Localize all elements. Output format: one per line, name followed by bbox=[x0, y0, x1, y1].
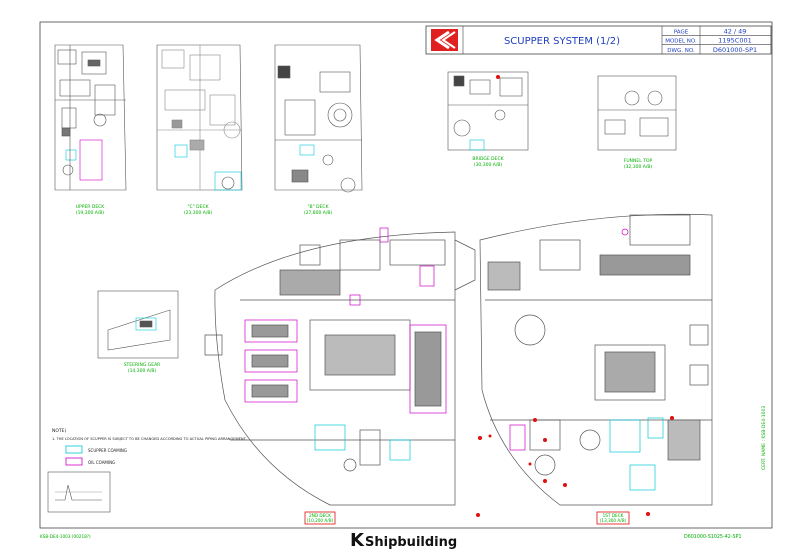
b-deck-name: "B" DECK bbox=[307, 204, 329, 210]
notes-text: 1. THE LOCATION OF SCUPPER IS SUBJECT TO… bbox=[52, 437, 247, 441]
steering-gear-name: STEERING GEAR bbox=[124, 362, 161, 368]
legend-swatch-scupper bbox=[65, 445, 83, 454]
first-deck-plan bbox=[479, 213, 713, 506]
sheet-border bbox=[39, 21, 773, 529]
second-deck-tag bbox=[304, 511, 336, 525]
page-value: 42 / 49 bbox=[724, 28, 747, 36]
bridge-deck-level: (30,300 A/B) bbox=[474, 162, 503, 168]
steering-gear-level: (14,300 A/B) bbox=[128, 368, 157, 374]
dwg-value: D601000-SP1 bbox=[713, 46, 757, 54]
upper-deck-plan bbox=[54, 44, 127, 191]
bridge-deck-name: BRIDGE DECK bbox=[472, 156, 504, 162]
second-deck-plan bbox=[204, 227, 476, 506]
footer-logo-k: K bbox=[350, 530, 365, 551]
upper-deck-level: (19,300 A/B) bbox=[76, 210, 105, 216]
legend-swatch-oil bbox=[65, 457, 83, 466]
funnel-top-plan bbox=[597, 75, 677, 151]
legend-label-oil: OIL COAMING bbox=[88, 460, 115, 465]
funnel-top-level: (32,300 A/B) bbox=[624, 164, 653, 170]
funnel-top-name: FUNNEL TOP bbox=[624, 158, 653, 164]
company-logo-icon bbox=[431, 29, 458, 51]
page-label: PAGE bbox=[674, 30, 689, 36]
model-label: MODEL NO. bbox=[665, 39, 697, 45]
drawing-title: SCUPPER SYSTEM (1/2) bbox=[504, 36, 620, 47]
c-deck-plan bbox=[156, 44, 243, 191]
first-deck-tag bbox=[596, 511, 630, 525]
b-deck-level: (27,800 A/B) bbox=[304, 210, 333, 216]
upper-deck-name: UPPER DECK bbox=[76, 204, 106, 210]
title-block: SCUPPER SYSTEM (1/2) PAGE 42 / 49 MODEL … bbox=[425, 25, 772, 55]
footer-right-code: D601000-S1025-42-SP1 bbox=[684, 534, 742, 540]
first-deck-level: (13,300 A/B) bbox=[600, 518, 627, 523]
notes-heading: NOTE) bbox=[52, 428, 67, 434]
steering-gear-plan bbox=[97, 290, 179, 359]
footer-left-code: KSB-DE4-1003 (00218?) bbox=[40, 534, 91, 539]
second-deck-level: (10,200 A/B) bbox=[307, 518, 334, 523]
first-deck-name: 1ST DECK bbox=[603, 513, 624, 518]
c-deck-name: "C" DECK bbox=[187, 204, 209, 210]
legend-label-scupper: SCUPPER COAMING bbox=[88, 448, 127, 453]
c-deck-level: (23,300 A/B) bbox=[184, 210, 213, 216]
scupper-markers bbox=[476, 416, 674, 517]
second-deck-name: 2ND DECK bbox=[309, 513, 331, 518]
model-value: 1195C001 bbox=[718, 37, 752, 45]
dwg-label: DWG. NO. bbox=[667, 48, 695, 54]
b-deck-plan bbox=[274, 44, 363, 193]
bridge-deck-plan bbox=[447, 71, 529, 151]
key-plan bbox=[47, 471, 111, 513]
footer-logo-text: Shipbuilding bbox=[365, 535, 457, 550]
side-note: CERT. NAME : KSB-DE4-1003 bbox=[761, 406, 767, 470]
